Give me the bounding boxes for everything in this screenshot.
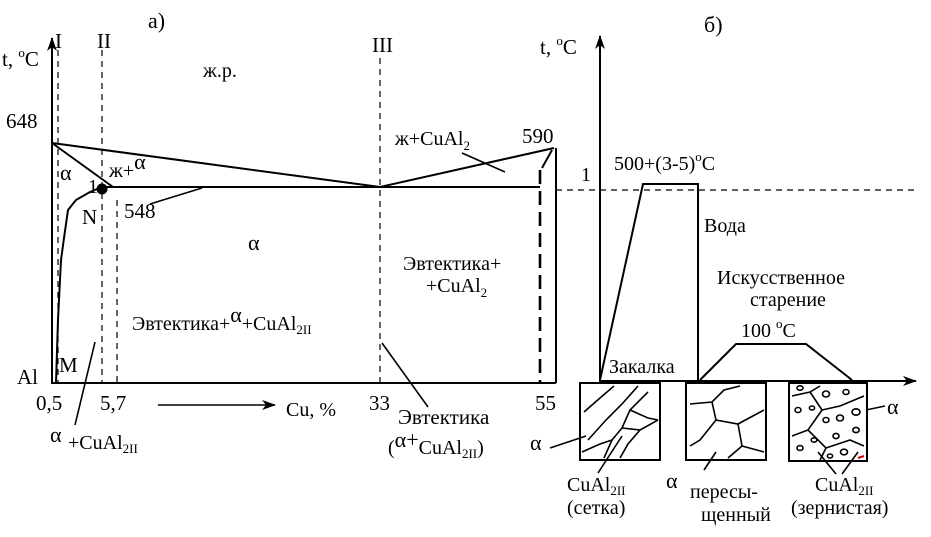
micro1-cual2-leader	[597, 435, 623, 474]
micro3-desc: (зернистая)	[791, 497, 888, 519]
microstructure-network	[579, 382, 661, 461]
comp-33-label: 33	[369, 391, 390, 415]
water-label: Вода	[704, 215, 746, 237]
quench-label: Закалка	[609, 356, 675, 378]
point-N-label: N	[82, 205, 97, 229]
micro2-desc-line2: щенный	[701, 504, 771, 526]
micro2-desc-line1: пересы-	[690, 481, 758, 503]
microstructure-granular	[788, 382, 868, 462]
aging-temp-label: 100 оС	[741, 316, 796, 342]
liquid-alpha-label: ж+α	[108, 149, 146, 182]
comp-0-5-label: 0,5	[36, 391, 62, 415]
bottom-cual2-label: +CuAl2II	[68, 432, 138, 456]
eutectic-label-line1: Эвтектика	[398, 405, 490, 429]
solvus-curve	[55, 186, 103, 384]
temp-548-label: 548	[124, 199, 156, 223]
aging-label-line1: Искусственное	[717, 267, 845, 289]
hold-temp-label: 500+(3-5)оС	[614, 149, 715, 175]
micro3-alpha-label: α	[887, 394, 899, 419]
section-III-label: III	[372, 33, 393, 57]
micro2-leader	[703, 451, 717, 471]
eut-cual2-line2: +CuAl2	[426, 275, 487, 300]
aging-label-line2: старение	[750, 289, 826, 311]
alpha-field-label: α	[248, 230, 260, 255]
al-label: Al	[17, 365, 38, 389]
compound-liquidus-tip	[541, 149, 553, 169]
point-1-marker	[96, 183, 108, 195]
micro3-alpha-leader	[865, 405, 886, 411]
aging-cycle-curve	[699, 343, 853, 381]
micro1-alpha-leader	[549, 435, 587, 449]
liquid-region-label: ж.р.	[202, 60, 237, 82]
micro1-desc: (сетка)	[567, 497, 625, 519]
comp-55-label: 55	[535, 391, 556, 415]
temp-648-label: 648	[6, 109, 38, 133]
liquid-cual2-label: ж+CuAl2	[394, 128, 470, 153]
liquidus-right	[379, 147, 555, 188]
micro3-cual2-label: CuAl2II	[815, 474, 874, 498]
micro2-alpha-label: α	[666, 468, 678, 493]
temp-548-leader	[149, 187, 203, 205]
point-1-label: 1	[88, 176, 98, 198]
liquidus-left	[51, 142, 381, 188]
eut-cual2-line1: Эвтектика+	[403, 253, 501, 275]
point-M-label: M	[59, 353, 78, 377]
eutectic-label-line2: (α+CuAl2II)	[388, 427, 484, 461]
phase-diagram-panel: а) t, оС I II III 1 648 590 548 ж.р. α	[2, 8, 557, 461]
x-axis-label: Cu, %	[286, 399, 336, 421]
alpha-cual2-leader	[74, 341, 96, 426]
liquid-cual2-leader	[461, 152, 506, 173]
bottom-alpha-label: α	[50, 422, 62, 447]
micro1-alpha-label: α	[530, 430, 542, 455]
quench-cycle-curve	[599, 183, 699, 381]
micro1-cual2-label: CuAl2II	[567, 474, 626, 498]
comp-5-7-label: 5,7	[100, 391, 126, 415]
microstructure-supersaturated	[685, 382, 767, 461]
eut-alpha-cual2-label: Эвтектика+α+CuAl2II	[132, 302, 312, 337]
section-I-label: I	[55, 29, 62, 53]
panel-b-label: б)	[704, 12, 723, 37]
level-1-label: 1	[581, 164, 591, 186]
b-y-axis-label: t, оС	[540, 33, 577, 59]
section-II-label: II	[97, 29, 111, 53]
heat-treatment-panel: б) t, оС 1 500+(3-5)оС Вода Искусственно…	[530, 12, 918, 526]
panel-a-label: а)	[148, 8, 165, 33]
micro3-leader-a	[817, 451, 837, 475]
solidus-line	[51, 142, 114, 188]
micro3-leader-b	[841, 451, 859, 475]
temp-590-label: 590	[522, 124, 554, 148]
eutectic-leader	[381, 342, 429, 408]
y-axis-label: t, оС	[2, 45, 39, 71]
alpha-left-label: α	[60, 160, 72, 185]
